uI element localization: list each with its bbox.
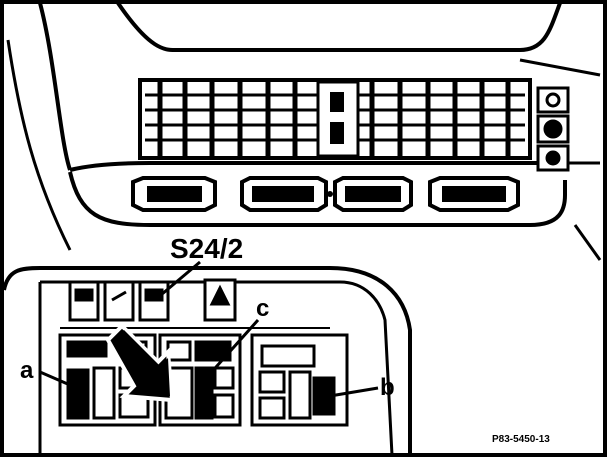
right-switch-column: [536, 86, 570, 172]
label-b: b: [380, 374, 395, 401]
label-s24-2: S24/2: [170, 233, 243, 264]
label-a: a: [20, 357, 34, 384]
inset-panel: [2, 266, 412, 456]
top-switch-row: [60, 278, 330, 329]
label-c: c: [256, 295, 269, 322]
connector-row: [131, 176, 520, 212]
air-vent-panel: [138, 78, 532, 160]
figure-reference-code: P83-5450-13: [492, 434, 550, 445]
dashboard-upper: [6, 1, 602, 261]
indicator-arrow: [105, 323, 175, 403]
leader-lines: [39, 260, 379, 398]
